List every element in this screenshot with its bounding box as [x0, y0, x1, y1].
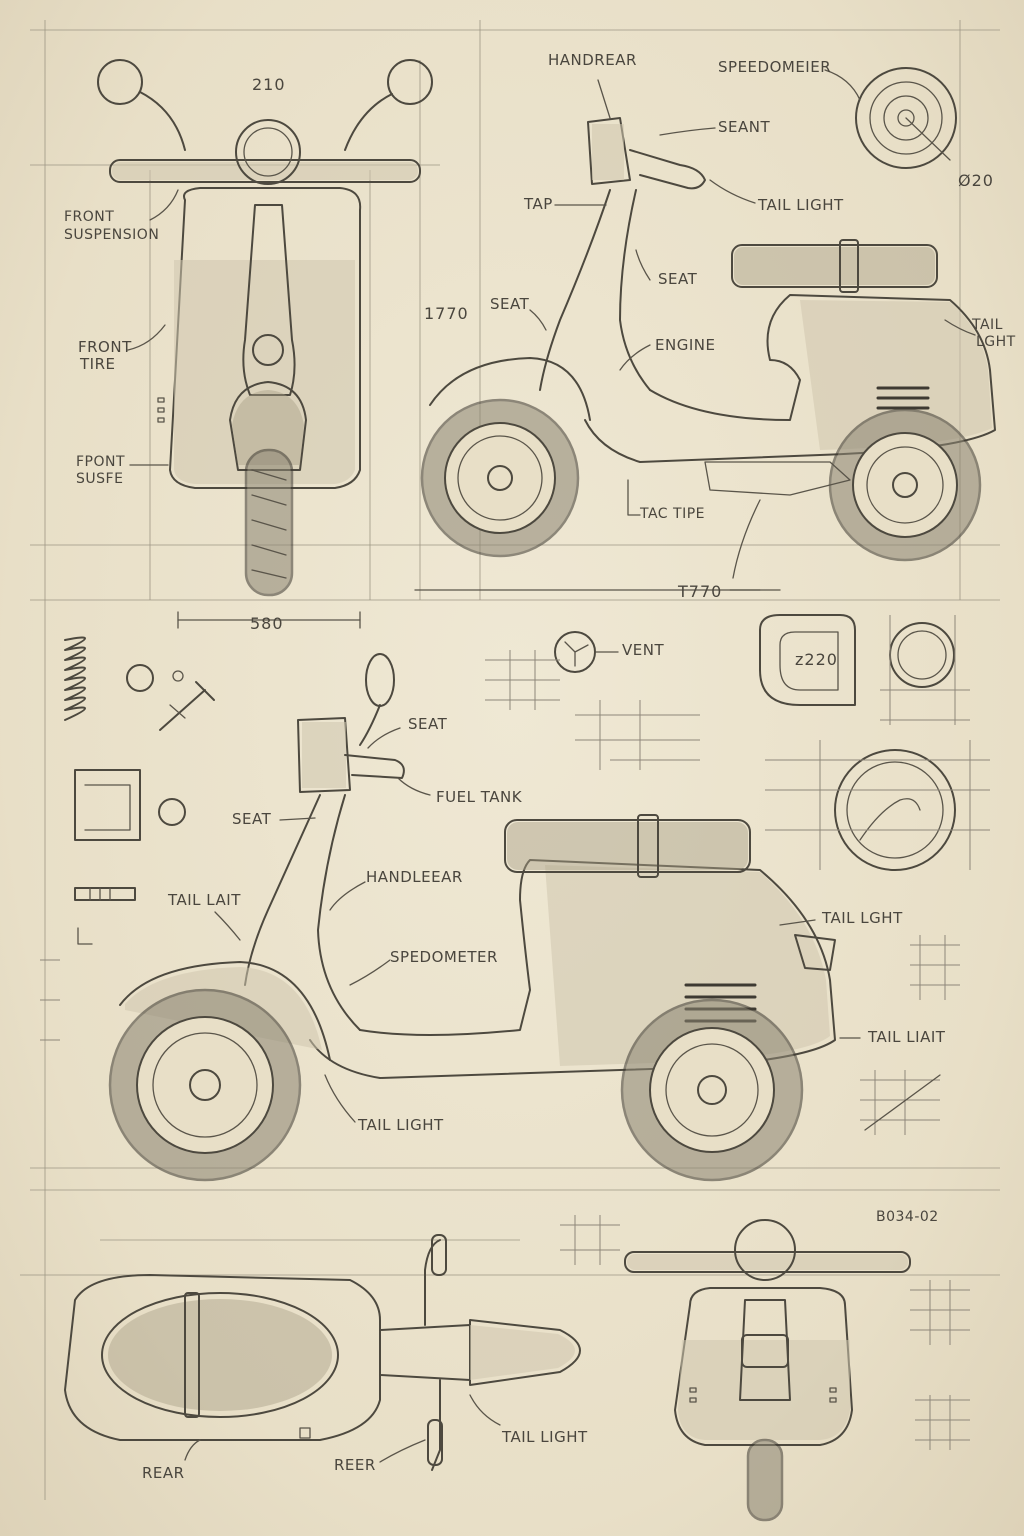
- label-speedomeier: SPEEDOMEIER: [718, 58, 832, 76]
- detail-sketches: [40, 614, 990, 1450]
- label-front-tire-2: TIRE: [80, 355, 116, 373]
- label-front-susfe-2: SUSFE: [76, 471, 124, 487]
- dim-front-width: 580: [250, 614, 284, 633]
- label-rear: REAR: [142, 1464, 185, 1482]
- ref-code: B034-02: [876, 1209, 939, 1225]
- label-reer: REER: [334, 1456, 376, 1474]
- label-fuel-tank: FUEL TANK: [436, 788, 523, 806]
- label-tail-lait: TAIL LAIT: [168, 891, 241, 909]
- label-seat-right: SEAT: [658, 270, 698, 288]
- dim-side-height: 1770: [424, 304, 469, 323]
- label-tail-light-main: TAIL LIGHT: [358, 1116, 444, 1134]
- label-seat-left: SEAT: [490, 295, 530, 313]
- dim-front-top: 210: [252, 75, 286, 94]
- label-tail-lght-1: TAIL: [972, 317, 1003, 333]
- dim-speedometer: Ø20: [958, 171, 994, 190]
- label-engine: ENGINE: [655, 336, 716, 354]
- label-tail-light-bottom: TAIL LIGHT: [502, 1428, 588, 1446]
- dim-detail: z220: [795, 650, 838, 669]
- top-view-scooter: [64, 1234, 581, 1471]
- label-seat-main-left: SEAT: [232, 810, 272, 828]
- label-front-tire-1: FRONT: [78, 338, 132, 356]
- label-tac-tipe: TAC TIPE: [640, 506, 705, 522]
- rear-view-scooter: [624, 1219, 911, 1522]
- side-view-main-scooter: [108, 653, 861, 1182]
- label-vent: VENT: [622, 641, 665, 659]
- dim-side-length: T770: [678, 582, 723, 601]
- label-front-suspension-2: SUSPENSION: [64, 227, 160, 243]
- label-tail-light-top: TAIL LIGHT: [758, 196, 844, 214]
- label-spedometer: SPEDOMETER: [390, 948, 498, 966]
- label-tail-lght-main: TAIL LGHT: [822, 909, 903, 927]
- label-front-susfe-1: FPONT: [76, 454, 126, 470]
- label-seat-top: SEAT: [408, 715, 448, 733]
- label-handrear: HANDREAR: [548, 51, 637, 69]
- label-tail-liait: TAIL LIAIT: [868, 1028, 946, 1046]
- label-handleear: HANDLEEAR: [366, 868, 463, 886]
- front-view-scooter: [97, 59, 433, 629]
- label-front-suspension-1: FRONT: [64, 209, 115, 225]
- label-tap: TAP: [524, 195, 553, 213]
- label-tail-lght-2: LGHT: [976, 334, 1016, 350]
- side-view-top-scooter: [414, 67, 996, 591]
- label-seant: SEANT: [718, 118, 771, 136]
